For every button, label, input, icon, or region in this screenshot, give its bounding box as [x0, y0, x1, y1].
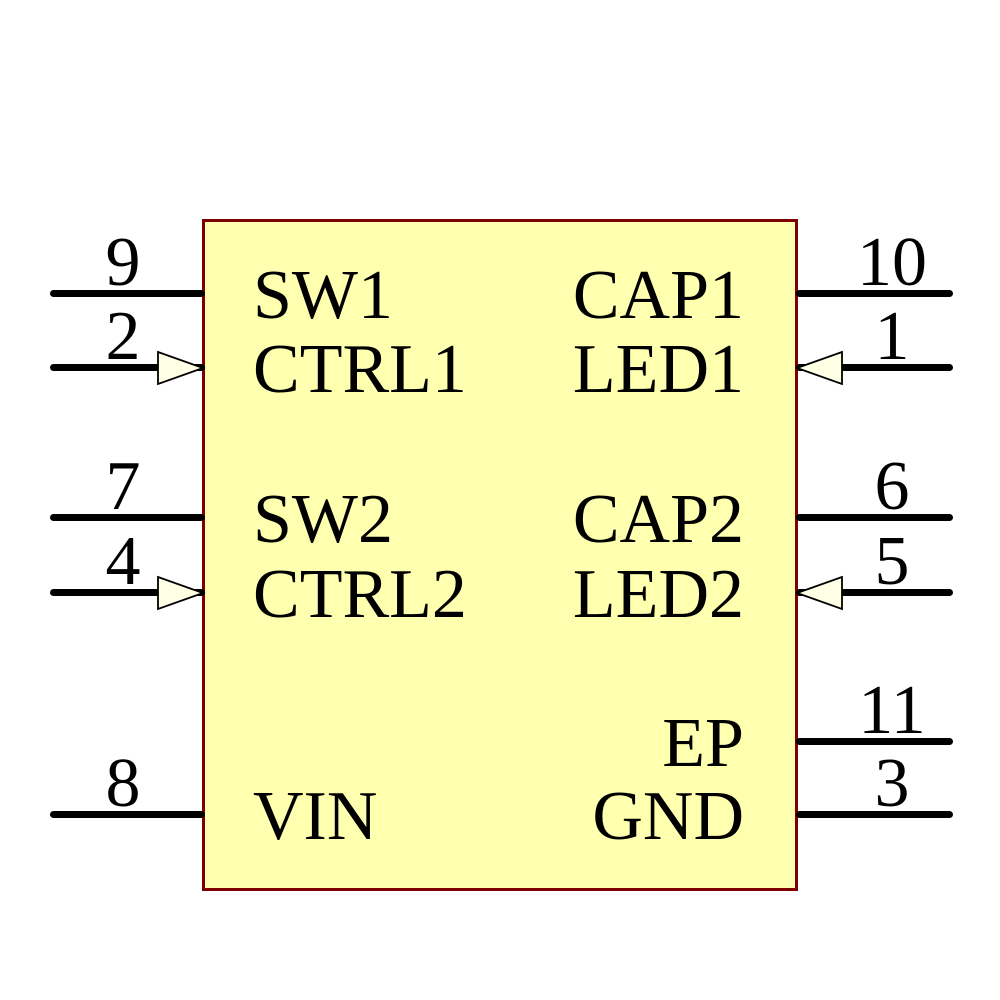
pin-label: CAP2	[572, 481, 744, 558]
pin-label: CTRL2	[253, 556, 467, 633]
pin-number: 6	[874, 448, 910, 525]
pin-line[interactable]	[796, 738, 953, 745]
pin-line[interactable]	[50, 811, 205, 818]
pin-number: 9	[105, 224, 141, 301]
pin-label: SW2	[253, 481, 393, 558]
input-arrow-icon	[795, 350, 843, 386]
pin-number: 1	[874, 298, 910, 375]
pin-label: VIN	[253, 778, 378, 855]
pin-line[interactable]	[50, 514, 205, 521]
pin-line[interactable]	[796, 514, 953, 521]
input-arrow-icon	[157, 575, 206, 611]
pin-number: 8	[105, 745, 141, 822]
pin-line[interactable]	[50, 290, 205, 297]
pin-label: CAP1	[572, 257, 744, 334]
input-arrow-icon	[795, 575, 843, 611]
pin-label: CTRL1	[253, 331, 467, 408]
pin-number: 3	[874, 745, 910, 822]
pin-number: 7	[105, 448, 141, 525]
pin-label: GND	[592, 778, 744, 855]
pin-line[interactable]	[796, 290, 953, 297]
pin-label: LED2	[572, 556, 744, 633]
pin-line[interactable]	[796, 589, 953, 596]
pin-label: LED1	[572, 331, 744, 408]
pin-line[interactable]	[50, 364, 205, 371]
pin-number: 11	[858, 672, 926, 749]
pin-label: SW1	[253, 257, 393, 334]
pin-number: 5	[874, 523, 910, 600]
pin-number: 10	[857, 224, 927, 301]
input-arrow-icon	[157, 350, 206, 386]
pin-line[interactable]	[50, 589, 205, 596]
pin-line[interactable]	[796, 364, 953, 371]
pin-number: 2	[105, 298, 141, 375]
pin-label: EP	[662, 705, 744, 782]
pin-line[interactable]	[796, 811, 953, 818]
pin-number: 4	[105, 523, 141, 600]
component-body[interactable]	[202, 219, 798, 891]
